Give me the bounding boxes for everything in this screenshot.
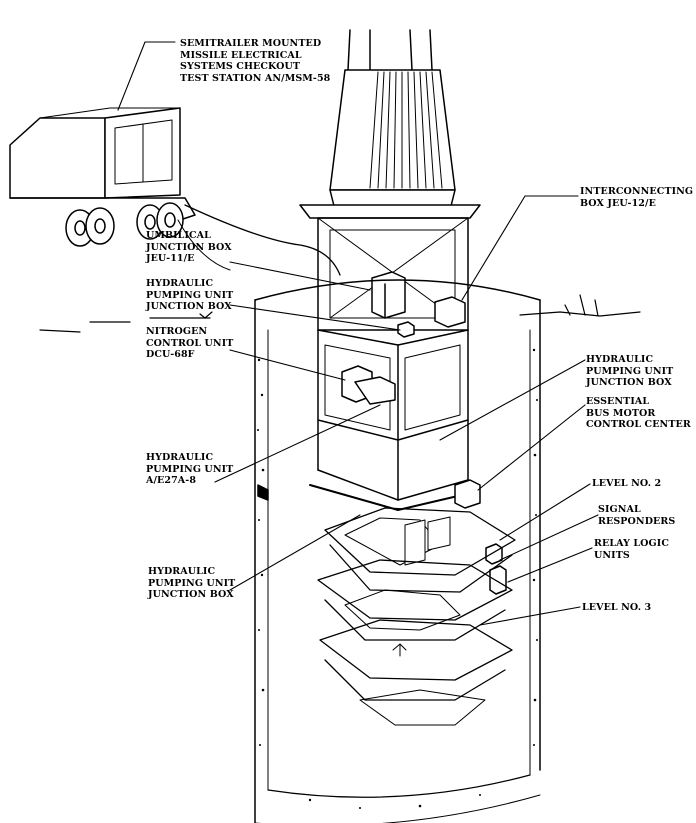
label-nitrogen-unit: NITROGEN CONTROL UNIT DCU-68F bbox=[146, 326, 234, 360]
label-test-station: SEMITRAILER MOUNTED MISSILE ELECTRICAL S… bbox=[180, 38, 331, 84]
semitrailer-test-station bbox=[9, 107, 341, 276]
label-relay-logic: RELAY LOGIC UNITS bbox=[594, 538, 669, 561]
label-hyd-pump-unit: HYDRAULIC PUMPING UNIT A/E27A-8 bbox=[146, 452, 234, 486]
label-level-2: LEVEL NO. 2 bbox=[592, 478, 662, 489]
equipment-boxes bbox=[341, 271, 507, 595]
label-level-3: LEVEL NO. 3 bbox=[582, 602, 652, 613]
label-essential-bus: ESSENTIAL BUS MOTOR CONTROL CENTER bbox=[586, 396, 691, 430]
label-hyd-pump-jbox-right: HYDRAULIC PUMPING UNIT JUNCTION BOX bbox=[586, 354, 674, 388]
silo-walls bbox=[254, 279, 541, 823]
leader-lines bbox=[117, 41, 599, 626]
launcher-frame bbox=[309, 217, 476, 511]
label-hyd-pump-jbox-bottom: HYDRAULIC PUMPING UNIT JUNCTION BOX bbox=[148, 566, 236, 600]
label-signal-responders: SIGNAL RESPONDERS bbox=[598, 504, 676, 527]
ground-surface bbox=[39, 294, 641, 333]
label-umbilical-box: UMBILICAL JUNCTION BOX JEU-11/E bbox=[146, 230, 232, 264]
silo-levels bbox=[317, 507, 516, 726]
missile bbox=[299, 29, 481, 219]
label-hyd-pump-jbox-top: HYDRAULIC PUMPING UNIT JUNCTION BOX bbox=[146, 278, 234, 312]
label-interconnecting-box: INTERCONNECTING BOX JEU-12/E bbox=[580, 186, 694, 209]
